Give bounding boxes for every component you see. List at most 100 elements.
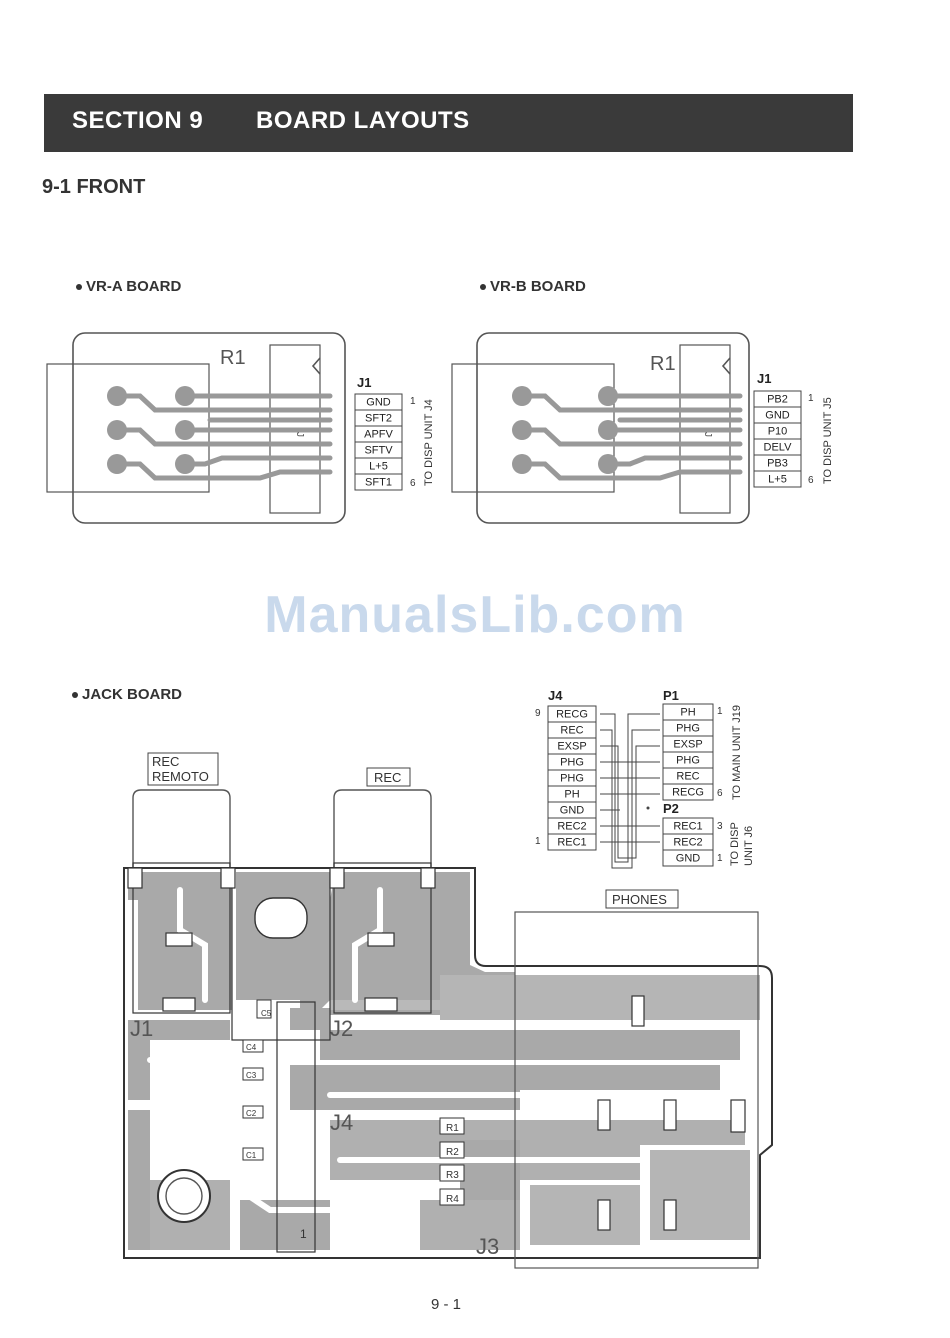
p2-pin-table [662,817,714,867]
j4-pin-table [547,705,597,851]
j4-pin-label: REC2 [557,821,586,833]
p2-destination-line1: TO DISP [729,822,741,866]
p2-destination-line2: UNIT J6 [743,826,755,866]
vra-pin-label: GND [366,397,391,409]
vra-resistor-ref: R1 [220,347,246,369]
vra-connector-name: J1 [357,375,371,390]
vrb-board-label: VR-B BOARD [480,278,586,295]
rec-remoto-label-line1: REC [152,754,179,769]
vrb-pin-label: L+5 [768,474,787,486]
j4-pin-label: PH [564,789,579,801]
p1-pin-label: PH [680,707,695,719]
j4-board-region [231,867,331,1041]
p2-pin-label: REC1 [673,821,702,833]
p1-pin-last: 6 [717,788,723,799]
p1-pin-first: 1 [717,706,723,717]
capacitor-c1 [242,1147,264,1161]
j4-pin-label: EXSP [557,741,586,753]
mount-hole-oval [254,897,308,939]
jack-j1-housing [132,789,231,868]
jack-board-label: JACK BOARD [72,686,182,703]
p1-pin-label: REC [676,771,699,783]
p2-pin-label: REC2 [673,837,702,849]
vra-pin-last: 6 [410,478,416,489]
resistor-r3 [439,1164,465,1182]
vra-pin-label: SFT2 [365,413,392,425]
r4-ref: R4 [446,1194,459,1205]
vrb-pin-label: GND [765,410,790,422]
vra-pin-label: L+5 [369,461,388,473]
c4-ref: C4 [246,1043,257,1052]
bullet-icon [72,692,78,699]
watermark: ManualsLib.com [264,586,686,644]
phones-label-box [605,889,679,909]
phones-jack-outline [514,911,759,1269]
vrb-pin-label: DELV [764,442,793,454]
j4-pin-label: RECG [556,709,588,721]
jack-j1-footprint [132,862,231,1014]
vrb-pin-label: PB2 [767,394,788,406]
resistor-r2 [439,1141,465,1159]
p1-destination: TO MAIN UNIT J19 [731,705,743,800]
j4-pin-label: REC1 [557,837,586,849]
j1-ref: J1 [130,1016,153,1041]
vrb-pin-label: P10 [768,426,788,438]
j4-pin-label: REC [560,725,583,737]
page-number: 9 - 1 [430,1296,461,1313]
j4-name: J4 [548,688,563,703]
j2-ref: J2 [330,1016,353,1041]
vra-pin-label: SFTV [364,445,393,457]
vra-pin-first: 1 [410,396,416,407]
copper-traces [128,872,760,1250]
vra-destination: TO DISP UNIT J4 [423,399,435,486]
r2-ref: R2 [446,1147,459,1158]
j3-ref: J3 [476,1234,499,1259]
j4-pin-first: 9 [535,708,541,719]
bullet-icon [480,284,486,291]
p2-pin-first: 3 [717,821,723,832]
jack-board-label-text: JACK BOARD [82,686,183,703]
c5-ref: C5 [261,1009,272,1018]
vra-pin-label: APFV [364,429,393,441]
j4-pin1-ref: 1 [300,1227,307,1241]
j4-pin-label: GND [560,805,585,817]
resistor-r1 [439,1117,465,1135]
vra-board-label: VR-A BOARD [76,278,181,295]
p1-name: P1 [663,688,679,703]
p1-pin-label: PHG [676,755,700,767]
section-title: BOARD LAYOUTS [256,107,470,134]
p1-pin-label: PHG [676,723,700,735]
wire-bundle [600,713,660,869]
p1-pin-label: RECG [672,787,704,799]
vrb-pin-first: 1 [808,393,814,404]
vra-connector-key [311,357,321,375]
rec-label: REC [374,770,401,785]
p2-pin-label: GND [676,853,701,865]
vrb-board-label-text: VR-B BOARD [490,278,586,295]
c2-ref: C2 [246,1109,257,1118]
vrb-pin-last: 6 [808,475,814,486]
j4-ref: J4 [330,1110,353,1135]
vrb-connector-ref: J [702,432,713,437]
vra-pin-label: SFT1 [365,477,392,489]
vra-connector-ref: J [294,432,305,437]
vrb-destination: TO DISP UNIT J5 [822,397,834,484]
jack-j2-footprint [333,862,432,1014]
r3-ref: R3 [446,1170,459,1181]
capacitor-c3 [242,1067,264,1081]
p1-pin-label: EXSP [673,739,702,751]
section-number: SECTION 9 [72,107,204,134]
capacitor-c2 [242,1105,264,1119]
phones-label: PHONES [612,892,667,907]
j4-pin-last: 1 [535,836,541,847]
c3-ref: C3 [246,1071,257,1080]
p2-pin-last: 1 [717,853,723,864]
j4-board-connector [276,1001,316,1253]
vra-board-outline [72,332,346,524]
